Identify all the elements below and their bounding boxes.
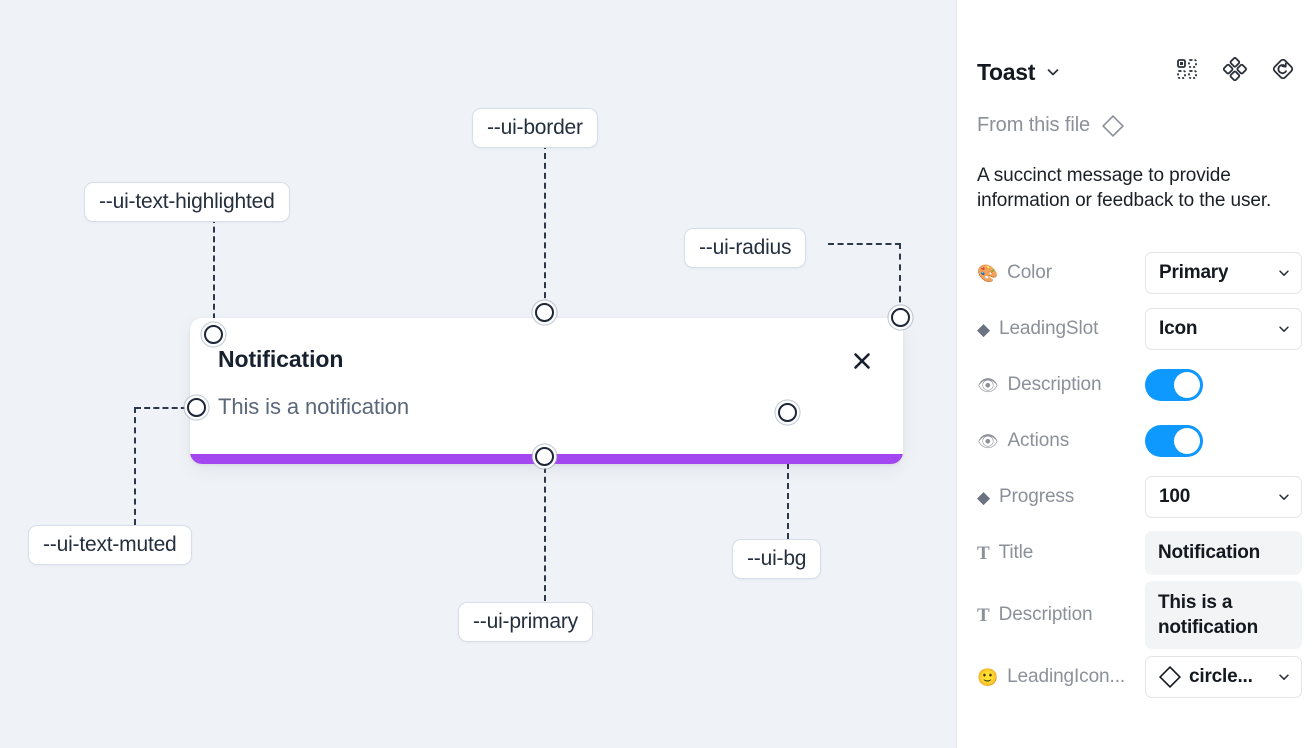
property-rows: 🎨 Color Primary <box>957 245 1312 705</box>
progress-select-value: 100 <box>1159 486 1191 507</box>
chevron-down-icon <box>1277 266 1291 280</box>
property-label-description: 👁 Description <box>977 374 1145 396</box>
color-select[interactable]: Primary <box>1145 252 1302 294</box>
annotation-ui-primary[interactable]: --ui-primary <box>458 602 593 643</box>
diamond-icon <box>1102 114 1125 137</box>
connector-ui-text-highlighted <box>213 217 215 329</box>
connector-ui-primary <box>544 457 546 601</box>
connector-ui-border <box>544 143 546 308</box>
handle-ui-bg[interactable] <box>778 403 797 422</box>
handle-ui-text-highlighted[interactable] <box>204 325 223 344</box>
handle-ui-text-muted[interactable] <box>187 398 206 417</box>
connector-ui-radius-vertical <box>899 243 901 313</box>
property-label-text: Actions <box>1007 430 1070 451</box>
handle-ui-radius[interactable] <box>891 308 910 327</box>
diamond-icon: ◆ <box>977 487 990 507</box>
annotation-ui-radius[interactable]: --ui-radius <box>684 228 807 269</box>
property-label-description-text: T Description <box>977 604 1145 626</box>
annotation-ui-text-muted[interactable]: --ui-text-muted <box>28 525 192 566</box>
diamond-icon <box>1159 666 1181 689</box>
text-icon: T <box>977 604 990 626</box>
variants-icon[interactable] <box>1222 56 1248 82</box>
chevron-down-icon <box>1277 670 1291 684</box>
chevron-down-icon <box>1277 490 1291 504</box>
title-input[interactable]: Notification <box>1145 531 1302 575</box>
chevron-down-icon <box>1277 322 1291 336</box>
property-row-description-toggle: 👁 Description <box>957 357 1312 413</box>
toast-component[interactable]: Notification This is a notification <box>190 318 903 464</box>
annotation-ui-border[interactable]: --ui-border <box>472 108 598 149</box>
property-label-text: Description <box>1007 374 1102 395</box>
property-row-title: T Title Notification <box>957 525 1312 581</box>
handle-ui-primary[interactable] <box>535 447 554 466</box>
leadingslot-select[interactable]: Icon <box>1145 308 1302 350</box>
property-label-text: Color <box>1007 262 1052 283</box>
text-icon: T <box>977 542 990 564</box>
property-label-leadingicon: 🙂 LeadingIcon... <box>977 666 1145 688</box>
diamond-icon: ◆ <box>977 319 990 339</box>
properties-panel: Toast <box>956 0 1312 748</box>
toast-title: Notification <box>218 346 344 372</box>
property-row-actions-toggle: 👁 Actions <box>957 413 1312 469</box>
reset-instance-icon[interactable] <box>1270 56 1296 82</box>
close-icon[interactable] <box>849 348 875 374</box>
from-this-file-row[interactable]: From this file <box>977 114 1125 137</box>
property-row-description-text: T Description This is a notification <box>957 581 1312 650</box>
property-label-title: T Title <box>977 542 1145 564</box>
eye-emoji-icon: 👁 <box>977 375 999 395</box>
property-label-text: Description <box>998 604 1093 626</box>
toast-description: This is a notification <box>218 394 409 419</box>
property-row-progress: ◆ Progress 100 <box>957 469 1312 525</box>
property-label-actions: 👁 Actions <box>977 430 1145 452</box>
page-title: Toast <box>977 58 1036 85</box>
property-label-text: LeadingSlot <box>998 318 1099 339</box>
component-set-icon[interactable] <box>1174 56 1200 82</box>
property-label-text: LeadingIcon... <box>1007 666 1126 688</box>
toggle-knob <box>1174 428 1200 454</box>
property-label-leadingslot: ◆ LeadingSlot <box>977 318 1145 340</box>
property-label-text: Progress <box>998 486 1075 507</box>
palette-emoji-icon: 🎨 <box>977 263 999 283</box>
actions-toggle[interactable] <box>1145 425 1203 457</box>
panel-header: Toast <box>977 52 1296 92</box>
property-row-color: 🎨 Color Primary <box>957 245 1312 301</box>
leadingicon-select-value: circle... <box>1189 666 1253 688</box>
color-select-value: Primary <box>1159 262 1229 283</box>
progress-select[interactable]: 100 <box>1145 476 1302 518</box>
leadingslot-select-value: Icon <box>1159 318 1198 339</box>
property-row-leadingslot: ◆ LeadingSlot Icon <box>957 301 1312 357</box>
handle-ui-border[interactable] <box>535 303 554 322</box>
component-description: A succinct message to provide informatio… <box>977 165 1272 212</box>
connector-ui-text-muted-horizontal <box>135 407 196 409</box>
annotation-ui-text-highlighted[interactable]: --ui-text-highlighted <box>84 182 290 223</box>
description-input[interactable]: This is a notification <box>1145 581 1302 650</box>
smiley-emoji-icon: 🙂 <box>977 667 999 687</box>
property-label-progress: ◆ Progress <box>977 486 1145 508</box>
leadingicon-select[interactable]: circle... <box>1145 656 1302 699</box>
toggle-knob <box>1174 372 1200 398</box>
connector-ui-bg <box>787 413 789 539</box>
connector-ui-text-muted-vertical <box>134 407 136 525</box>
connector-ui-radius-horizontal <box>828 243 901 245</box>
eye-emoji-icon: 👁 <box>977 431 999 451</box>
description-toggle[interactable] <box>1145 369 1203 401</box>
from-this-file-label: From this file <box>977 114 1091 136</box>
chevron-down-icon[interactable] <box>1045 64 1061 80</box>
property-label-text: Title <box>998 542 1034 563</box>
panel-header-icons <box>1174 56 1296 82</box>
annotation-ui-bg[interactable]: --ui-bg <box>732 539 822 580</box>
design-canvas[interactable]: Notification This is a notification --ui… <box>0 0 956 748</box>
property-label-color: 🎨 Color <box>977 262 1145 284</box>
property-row-leadingicon: 🙂 LeadingIcon... circle... <box>957 649 1312 705</box>
